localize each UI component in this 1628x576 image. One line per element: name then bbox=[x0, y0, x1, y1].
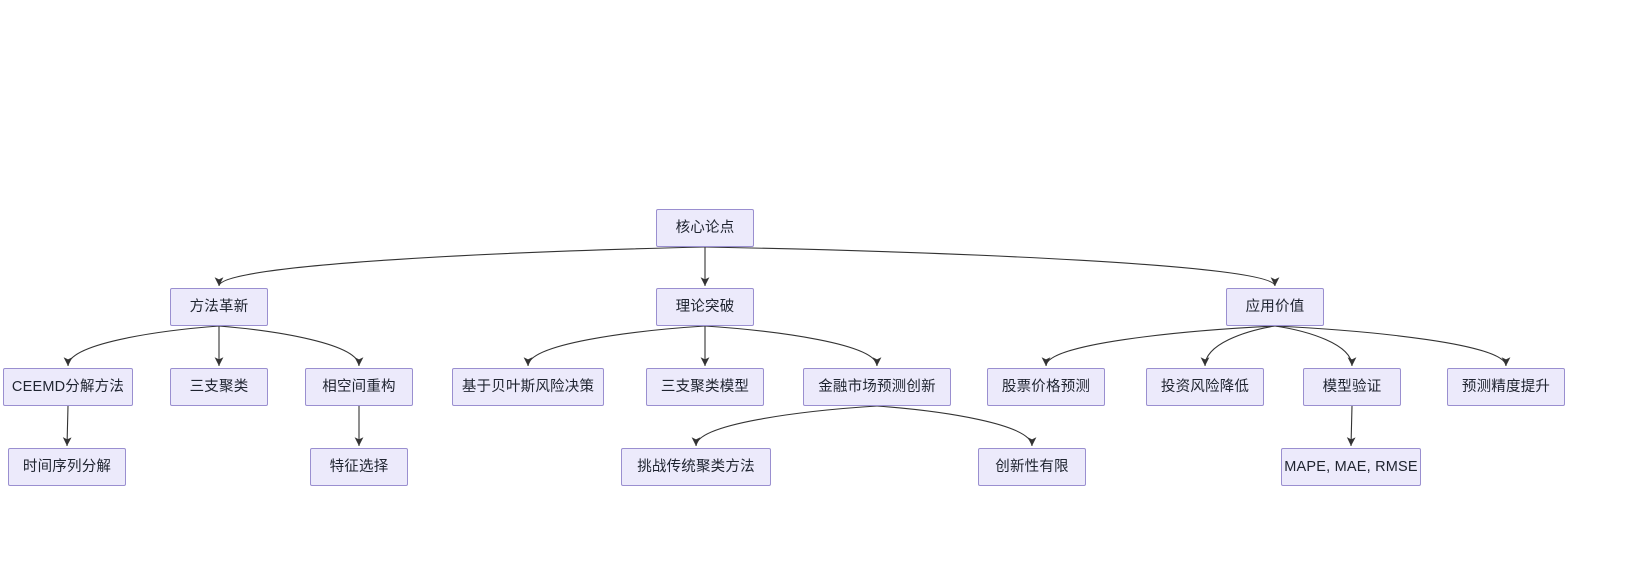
node-l3c[interactable]: 挑战传统聚类方法 bbox=[621, 448, 771, 486]
node-label: 特征选择 bbox=[329, 458, 389, 475]
node-l3e[interactable]: MAPE, MAE, RMSE bbox=[1281, 448, 1421, 486]
node-l2a[interactable]: CEEMD分解方法 bbox=[3, 368, 133, 406]
edge-l2i-to-l3e bbox=[1346, 405, 1356, 447]
edge-l1b-to-l2f bbox=[704, 325, 882, 367]
edge-l1a-to-l2a bbox=[63, 325, 220, 367]
node-label: 基于贝叶斯风险决策 bbox=[461, 378, 595, 395]
edge-l2f-to-l3d bbox=[876, 405, 1037, 447]
edge-l1c-to-l2j bbox=[1274, 325, 1511, 367]
node-label: MAPE, MAE, RMSE bbox=[1284, 458, 1418, 475]
edge-l1c-to-l2h bbox=[1200, 325, 1276, 367]
edge-l1a-to-l2c bbox=[218, 325, 364, 367]
edge-l2a-to-l3a bbox=[62, 405, 72, 447]
node-root[interactable]: 核心论点 bbox=[656, 209, 754, 247]
edge-l1c-to-l2g bbox=[1041, 325, 1276, 367]
node-l2j[interactable]: 预测精度提升 bbox=[1447, 368, 1565, 406]
node-label: 三支聚类模型 bbox=[660, 378, 750, 395]
edge-l2f-to-l3c bbox=[691, 405, 878, 447]
edge-root-to-l1c bbox=[704, 246, 1280, 287]
node-label: 三支聚类 bbox=[189, 378, 249, 395]
node-l2e[interactable]: 三支聚类模型 bbox=[646, 368, 764, 406]
node-label: 相空间重构 bbox=[322, 378, 396, 395]
node-l2i[interactable]: 模型验证 bbox=[1303, 368, 1401, 406]
node-label: 挑战传统聚类方法 bbox=[637, 458, 755, 475]
node-l1c[interactable]: 应用价值 bbox=[1226, 288, 1324, 326]
node-label: 创新性有限 bbox=[995, 458, 1069, 475]
node-label: 方法革新 bbox=[189, 298, 249, 315]
node-label: 时间序列分解 bbox=[22, 458, 112, 475]
node-l2f[interactable]: 金融市场预测创新 bbox=[803, 368, 951, 406]
node-l3d[interactable]: 创新性有限 bbox=[978, 448, 1086, 486]
node-l2h[interactable]: 投资风险降低 bbox=[1146, 368, 1264, 406]
node-label: CEEMD分解方法 bbox=[11, 378, 125, 395]
node-l2d[interactable]: 基于贝叶斯风险决策 bbox=[452, 368, 604, 406]
node-label: 投资风险降低 bbox=[1160, 378, 1250, 395]
node-l3b[interactable]: 特征选择 bbox=[310, 448, 408, 486]
node-l2c[interactable]: 相空间重构 bbox=[305, 368, 413, 406]
node-l2g[interactable]: 股票价格预测 bbox=[987, 368, 1105, 406]
edge-l1c-to-l2i bbox=[1274, 325, 1357, 367]
node-l1b[interactable]: 理论突破 bbox=[656, 288, 754, 326]
node-l2b[interactable]: 三支聚类 bbox=[170, 368, 268, 406]
edge-root-to-l1a bbox=[214, 246, 706, 287]
edge-l1b-to-l2d bbox=[523, 325, 706, 367]
node-label: 模型验证 bbox=[1322, 378, 1382, 395]
node-l3a[interactable]: 时间序列分解 bbox=[8, 448, 126, 486]
node-label: 应用价值 bbox=[1245, 298, 1305, 315]
node-label: 股票价格预测 bbox=[1001, 378, 1091, 395]
node-label: 金融市场预测创新 bbox=[818, 378, 936, 395]
node-label: 核心论点 bbox=[675, 219, 735, 236]
node-label: 理论突破 bbox=[675, 298, 735, 315]
node-label: 预测精度提升 bbox=[1461, 378, 1551, 395]
node-l1a[interactable]: 方法革新 bbox=[170, 288, 268, 326]
